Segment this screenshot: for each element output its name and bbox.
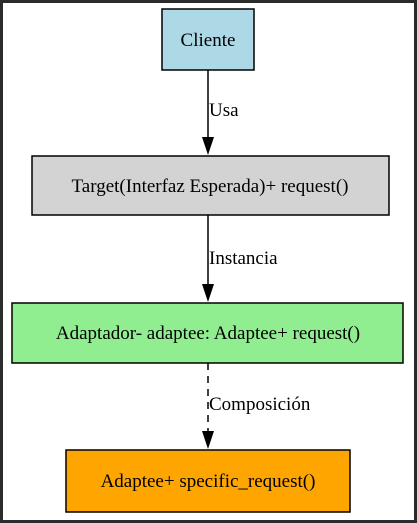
- node-target: Target(Interfaz Esperada)+ request(): [31, 155, 390, 216]
- node-adaptador-box: [11, 302, 404, 364]
- node-cliente-label: Cliente: [181, 30, 236, 51]
- edge-instancia: Instancia: [202, 215, 278, 302]
- edge-usa: Usa: [202, 70, 239, 155]
- node-cliente-box: [161, 8, 255, 71]
- edge-label-usa: Usa: [209, 100, 239, 121]
- node-adaptador-label: Adaptador- adaptee: Adaptee+ request(): [56, 323, 360, 344]
- node-adaptee: Adaptee+ specific_request(): [65, 449, 351, 513]
- edge-label-instancia: Instancia: [209, 248, 278, 269]
- node-target-label: Target(Interfaz Esperada)+ request(): [72, 176, 349, 197]
- node-adaptador: Adaptador- adaptee: Adaptee+ request(): [11, 302, 404, 364]
- node-cliente: Cliente: [161, 8, 255, 71]
- arrowhead-icon: [202, 137, 214, 155]
- arrowhead-icon: [202, 431, 214, 449]
- node-target-box: [31, 155, 390, 216]
- uml-adapter-diagram: Usa Instancia Composición Cliente Target…: [11, 8, 404, 513]
- edge-label-composicion: Composición: [209, 394, 311, 415]
- node-adaptee-box: [65, 449, 351, 513]
- arrowhead-icon: [202, 284, 214, 302]
- edge-composicion: Composición: [202, 363, 311, 449]
- node-adaptee-label: Adaptee+ specific_request(): [101, 471, 316, 492]
